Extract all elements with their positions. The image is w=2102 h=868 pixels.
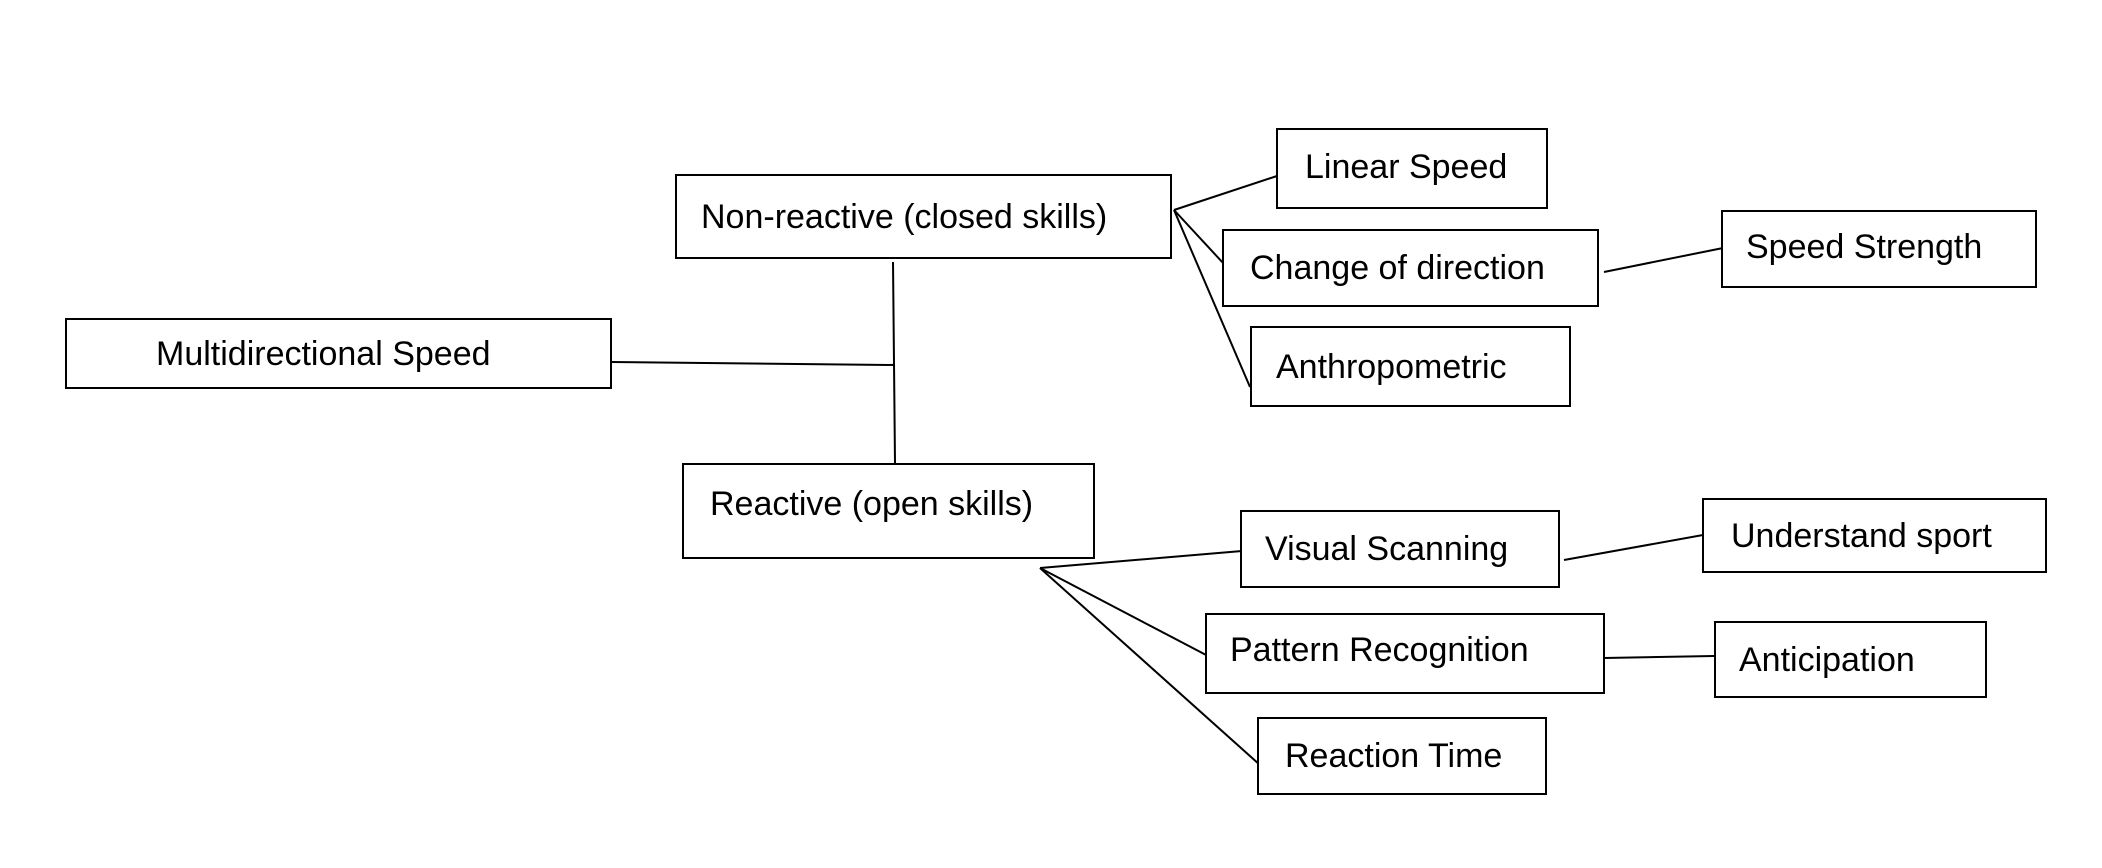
node-multidirectional-speed: Multidirectional Speed [65,318,612,389]
node-understand-sport: Understand sport [1702,498,2047,573]
node-linear-speed: Linear Speed [1276,128,1548,209]
node-reaction-time: Reaction Time [1257,717,1547,795]
node-label: Reactive (open skills) [710,485,1034,523]
node-reactive: Reactive (open skills) [682,463,1095,559]
connector-reactive-visual [1039,550,1243,569]
node-label: Reaction Time [1285,737,1503,775]
node-anthropometric: Anthropometric [1250,326,1571,407]
connector-nonreactive-anthro [1173,209,1251,388]
node-change-of-direction: Change of direction [1222,229,1599,307]
node-visual-scanning: Visual Scanning [1240,510,1560,588]
node-label: Visual Scanning [1265,530,1509,568]
connector-nonreactive-cod [1173,209,1225,265]
node-label: Speed Strength [1746,228,1983,266]
connector-nonreactive-linear [1173,175,1278,211]
node-label: Anthropometric [1276,347,1507,386]
node-anticipation: Anticipation [1714,621,1987,698]
node-speed-strength: Speed Strength [1721,210,2037,288]
node-label: Understand sport [1731,516,1992,555]
node-non-reactive: Non-reactive (closed skills) [675,174,1172,259]
connector-visual-understand [1563,534,1704,561]
node-pattern-recognition: Pattern Recognition [1205,613,1605,694]
connector-root-trunk [610,361,896,366]
node-label: Anticipation [1739,640,1915,679]
connector-trunk [892,261,896,464]
connector-reactive-pattern [1039,567,1209,657]
node-label: Multidirectional Speed [156,334,491,373]
node-label: Linear Speed [1305,148,1508,186]
connector-cod-speedstrength [1603,246,1729,273]
connector-pattern-anticipation [1603,655,1715,659]
node-label: Change of direction [1250,249,1545,287]
connector-reactive-reaction [1039,567,1261,766]
node-label: Non-reactive (closed skills) [701,197,1108,236]
node-label: Pattern Recognition [1230,631,1529,669]
